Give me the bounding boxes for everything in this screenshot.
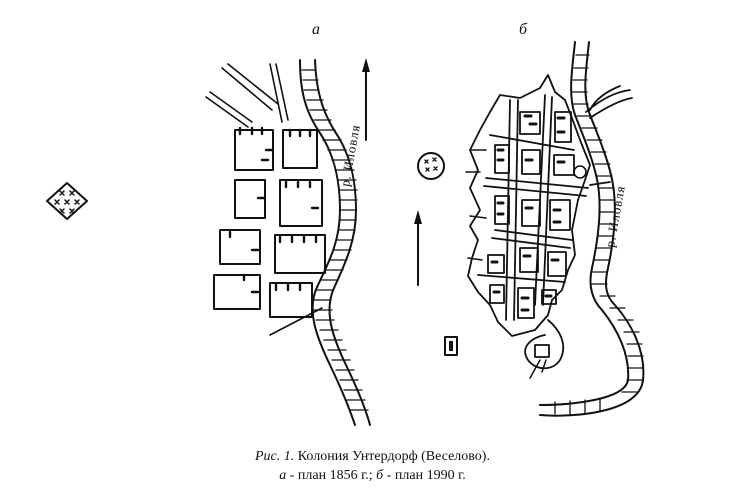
river-label-a: р. Иловля bbox=[337, 123, 363, 187]
small-building-b bbox=[444, 336, 458, 356]
panel-b-map: б р. Иловля bbox=[414, 21, 645, 417]
panel-a-label: а bbox=[312, 21, 320, 38]
figure-caption: Рис. 1. Колония Унтердорф (Веселово). а … bbox=[0, 447, 745, 485]
panel-a-map: а р. Иловля bbox=[205, 21, 371, 426]
caption-title: Колония Унтердорф (Веселово). bbox=[297, 449, 490, 464]
caption-line-2: а - план 1856 г.; б - план 1990 г. bbox=[0, 466, 745, 485]
map-figure: а р. Иловля bbox=[46, 21, 645, 426]
caption-a-letter: а bbox=[279, 468, 287, 483]
village-b bbox=[465, 74, 611, 379]
roads-a bbox=[205, 63, 323, 336]
left-symbol bbox=[46, 182, 88, 220]
north-arrow-a bbox=[362, 58, 370, 141]
caption-fig-number: Рис. 1. bbox=[255, 449, 295, 464]
blocks-a bbox=[213, 126, 326, 318]
grove-b bbox=[417, 152, 445, 180]
river-b: р. Иловля bbox=[539, 41, 645, 417]
caption-b-letter: б bbox=[376, 468, 384, 483]
caption-a-text: - план 1856 г.; bbox=[286, 468, 373, 483]
river-a: р. Иловля bbox=[299, 59, 371, 426]
north-arrow-b bbox=[414, 210, 422, 286]
panel-b-label: б bbox=[519, 21, 528, 38]
river-label-b: р. Иловля bbox=[602, 184, 628, 248]
caption-line-1: Рис. 1. Колония Унтердорф (Веселово). bbox=[0, 447, 745, 466]
caption-b-text: - план 1990 г. bbox=[383, 468, 466, 483]
